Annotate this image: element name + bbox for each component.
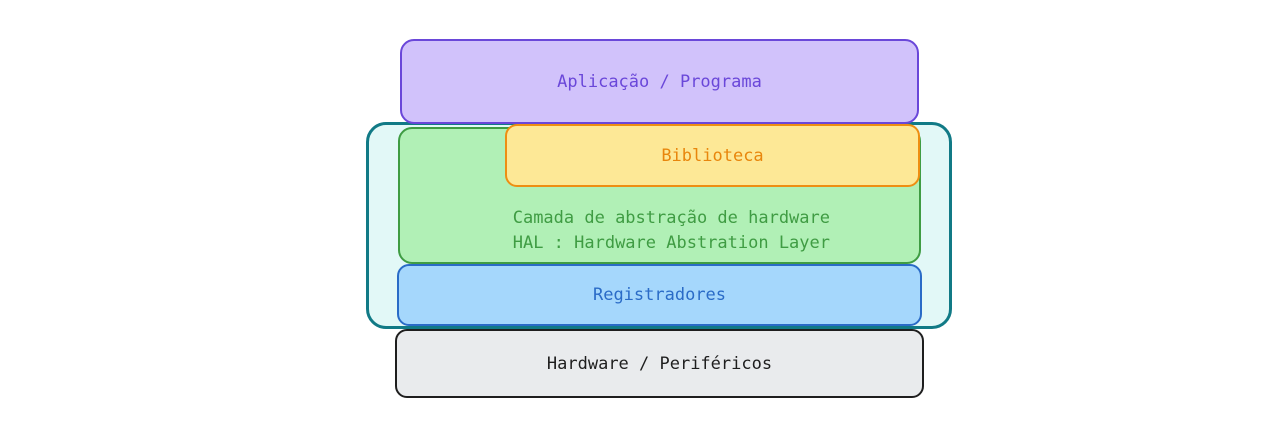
library-layer: Biblioteca: [505, 124, 920, 187]
hal-layer-label: Camada de abstração de hardware HAL : Ha…: [513, 206, 830, 256]
hardware-layer: Hardware / Periféricos: [395, 329, 924, 398]
hal-label-line-2: HAL : Hardware Abstration Layer: [512, 233, 830, 253]
hal-label-line-1: Camada de abstração de hardware: [512, 208, 830, 228]
application-layer: Aplicação / Programa: [400, 39, 919, 124]
library-layer-label: Biblioteca: [661, 145, 764, 166]
registers-layer-label: Registradores: [592, 285, 727, 305]
application-layer-label: Aplicação / Programa: [557, 71, 762, 92]
hardware-layer-label: Hardware / Periféricos: [546, 353, 773, 374]
registers-layer: Registradores: [397, 264, 922, 326]
